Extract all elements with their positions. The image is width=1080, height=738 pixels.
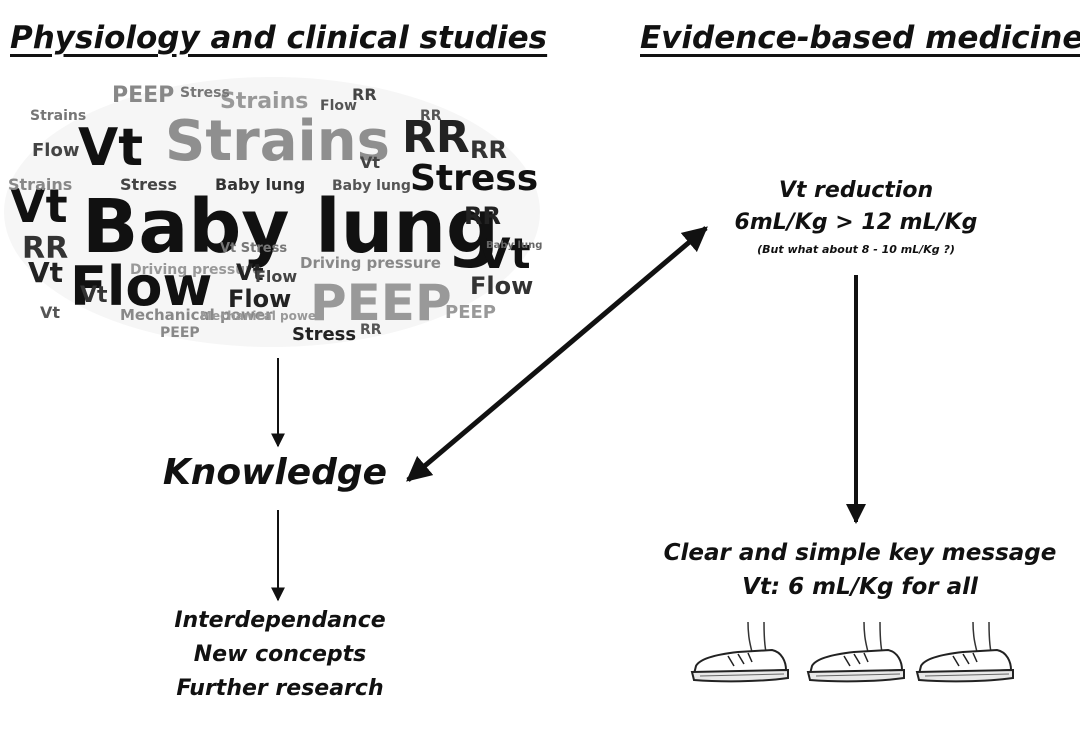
heading-physiology: Physiology and clinical studies	[10, 20, 548, 56]
cloud-word-flow: Flow	[70, 255, 212, 318]
cloud-word-flow: Flow	[470, 272, 533, 300]
key-message-line1: Clear and simple key message	[663, 540, 1057, 566]
cloud-word-peep: PEEP	[160, 325, 200, 341]
cloud-word-rr: RR	[402, 112, 470, 163]
cloud-word-mechanical-power: Mechanical power	[200, 309, 322, 323]
sneaker-icon	[915, 621, 1014, 683]
cloud-word-stress: Stress	[292, 324, 356, 345]
outcome-further-research: Further research	[176, 676, 384, 701]
cloud-word-driving-pressure: Driving pressure	[130, 262, 262, 278]
cloud-word-vt: Vt	[236, 261, 264, 286]
vt-reduction-comparison: 6mL/Kg > 12 mL/Kg	[734, 210, 978, 235]
vt-reduction-question: (But what about 8 - 10 mL/Kg ?)	[757, 243, 955, 256]
cloud-word-strains: Strains	[220, 89, 308, 114]
cloud-word-strains: Strains	[165, 109, 390, 174]
cloud-word-vt: Vt	[80, 283, 108, 308]
cloud-word-baby-lung: Baby lung	[332, 178, 411, 194]
cloud-word-flow: Flow	[32, 140, 79, 161]
cloud-word-peep: PEEP	[112, 83, 174, 108]
cloud-word-stress: Stress	[120, 175, 177, 194]
cloud-word-flow: Flow	[228, 285, 291, 313]
cloud-word-baby-lung: Baby lung	[215, 175, 305, 194]
sneaker-icon	[806, 621, 905, 683]
key-message-line2: Vt: 6 mL/Kg for all	[742, 574, 978, 600]
knowledge-label: Knowledge	[162, 452, 388, 493]
cloud-word-vt-stress: Vt Stress	[220, 241, 287, 256]
cloud-word-baby-lung: Baby lung	[486, 240, 542, 251]
outcome-new-concepts: New concepts	[193, 642, 367, 667]
cloud-word-rr: RR	[360, 322, 382, 338]
knowledge-outcomes: Interdependance New concepts Further res…	[150, 604, 410, 706]
cloud-word-rr: RR	[352, 85, 377, 104]
cloud-word-strains: Strains	[8, 175, 72, 194]
heading-evidence-based-medicine: Evidence-based medicine	[640, 20, 1080, 56]
cloud-word-vt: Vt	[40, 303, 60, 322]
cloud-word-rr: RR	[420, 108, 442, 124]
cloud-word-flow: Flow	[255, 267, 297, 286]
cloud-word-peep: PEEP	[445, 302, 496, 323]
arrow-knowledge-evidence-bidirectional	[406, 226, 708, 482]
cloud-word-stress: Stress	[410, 158, 538, 199]
cloud-word-rr: RR	[464, 202, 501, 230]
cloud-word-vt: Vt	[10, 179, 68, 233]
cloud-word-vt: Vt	[78, 118, 143, 178]
cloud-word-vt: Vt	[478, 229, 531, 278]
vt-reduction-block: Vt reduction 6mL/Kg > 12 mL/Kg (But what…	[706, 176, 1006, 260]
key-message-block: Clear and simple key message Vt: 6 mL/Kg…	[640, 536, 1080, 604]
cloud-word-stress: Stress	[180, 85, 230, 101]
cloud-word-mechanical-power: Mechanical power	[120, 306, 273, 324]
cloud-word-driving-pressure: Driving pressure	[300, 254, 441, 272]
word-cloud-backdrop	[4, 77, 540, 347]
cloud-word-vt: Vt	[360, 153, 380, 172]
cloud-word-vt: Vt	[28, 256, 63, 289]
vt-reduction-title: Vt reduction	[778, 178, 934, 203]
sneaker-icon	[690, 621, 789, 683]
cloud-word-strains: Strains	[30, 108, 86, 124]
cloud-word-rr: RR	[22, 231, 68, 266]
cloud-word-flow: Flow	[320, 98, 357, 114]
cloud-word-rr: RR	[470, 136, 507, 164]
outcome-interdependance: Interdependance	[174, 608, 386, 633]
